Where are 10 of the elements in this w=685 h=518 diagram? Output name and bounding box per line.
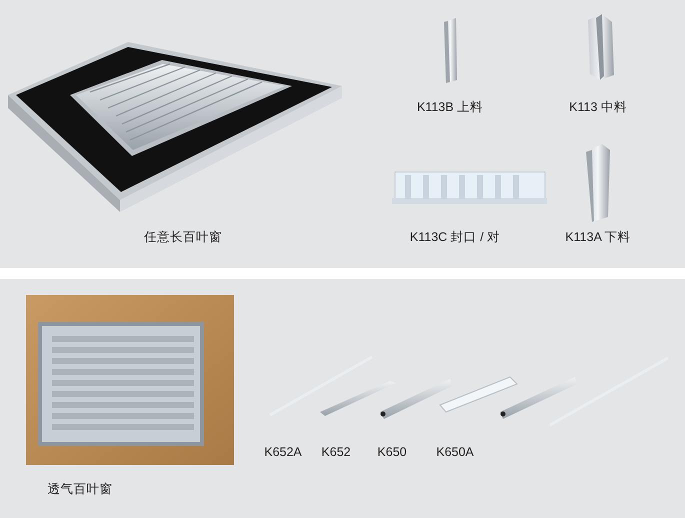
part-caption: K652A bbox=[264, 445, 302, 460]
part-caption: K113B 上料 bbox=[416, 100, 484, 115]
product-caption: 透气百叶窗 bbox=[48, 482, 112, 497]
part-caption: K113A 下料 bbox=[565, 230, 631, 245]
product-caption: 任意长百叶窗 bbox=[144, 230, 222, 245]
part-caption: K650 bbox=[377, 445, 407, 460]
part-caption: K113C 封口 / 对 bbox=[410, 230, 500, 245]
part-caption: K113 中料 bbox=[569, 100, 627, 115]
part-caption: K650A bbox=[436, 445, 474, 460]
part-caption: K652 bbox=[321, 445, 351, 460]
